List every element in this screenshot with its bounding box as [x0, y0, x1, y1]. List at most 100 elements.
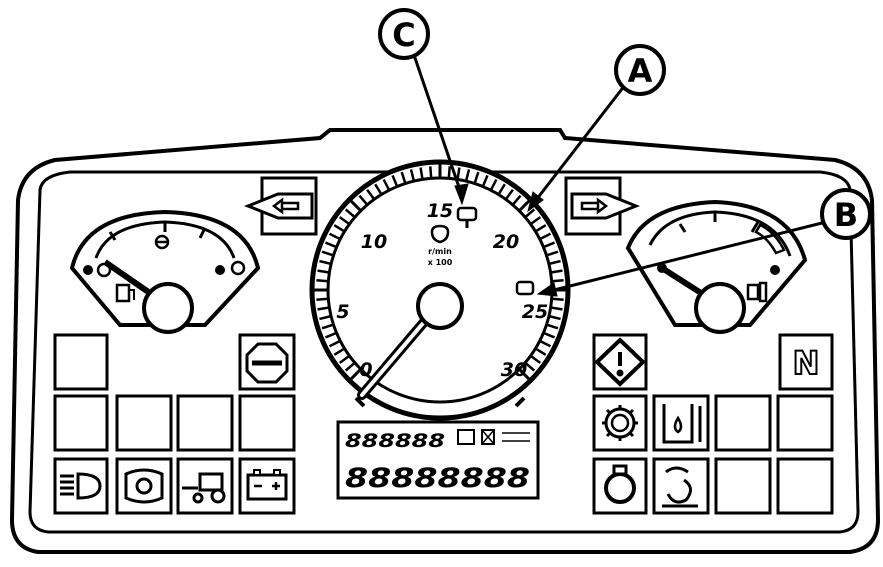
- engine-oil-indicator: [592, 457, 648, 515]
- hydraulic-oil-indicator: [652, 394, 710, 452]
- battery-icon: [246, 469, 288, 501]
- coolant-gauge-hub: [694, 282, 746, 334]
- stop-indicator: [238, 333, 296, 391]
- tach-tick: [321, 323, 334, 330]
- tach-tick: [534, 224, 547, 233]
- tach-tick: [419, 167, 424, 180]
- right-indicator-cluster: N: [592, 333, 834, 515]
- tach-label-30: 30: [501, 359, 527, 381]
- tach-tick: [374, 183, 383, 196]
- tach-tick: [473, 171, 480, 184]
- tach-tick: [546, 250, 559, 257]
- tach-tick: [333, 347, 346, 356]
- fuel-pump-icon: [115, 283, 135, 303]
- tach-label-0: 0: [359, 359, 372, 381]
- tach-tick: [542, 241, 556, 249]
- tach-tick: [429, 166, 433, 179]
- tach-tick: [550, 269, 563, 274]
- tach-tick: [548, 314, 561, 321]
- tach-tick: [317, 306, 330, 311]
- tach-tick: [333, 224, 346, 233]
- tach-tick: [524, 208, 536, 219]
- callout-b: B: [820, 188, 872, 240]
- warning-indicator: [592, 333, 648, 391]
- tach-tick: [338, 354, 351, 364]
- coolant-gauge-hot-dot: [770, 265, 780, 275]
- tach-tick: [534, 347, 547, 356]
- tach-tick: [316, 279, 329, 283]
- tach-tick: [344, 208, 356, 219]
- tach-unit-rpm: r/min: [428, 247, 452, 256]
- tach-tick: [518, 368, 532, 382]
- tach-tick: [382, 178, 391, 191]
- right-turn-arrow-icon: [570, 192, 641, 220]
- tach-tick: [338, 216, 351, 226]
- headlight-indicator: [53, 457, 109, 515]
- pto-indicator: [115, 457, 173, 515]
- lcd-top-digits: 888888: [345, 430, 445, 452]
- right-turn-indicator: [564, 176, 641, 236]
- tach-label-25: 25: [522, 301, 548, 323]
- tach-tick: [316, 297, 329, 301]
- left-turn-arrow-icon: [243, 192, 314, 220]
- coolant-temperature-icon: [746, 281, 768, 303]
- tachometer: 0 5 10 15 20 25 30 r/min x 100: [309, 159, 571, 421]
- tach-tick: [518, 198, 532, 212]
- tach-tick: [319, 259, 332, 266]
- tach-tick: [391, 174, 399, 188]
- tach-tick: [524, 361, 536, 372]
- tach-tick: [539, 232, 552, 241]
- tach-tick: [481, 174, 489, 188]
- park-brake-icon: [662, 466, 698, 508]
- fuel-gauge-hub: [142, 282, 194, 334]
- tach-unit-multiplier: x 100: [428, 258, 453, 267]
- tach-tick: [497, 183, 506, 196]
- engine-speed-icon: [430, 224, 450, 244]
- tach-tick: [319, 314, 332, 321]
- tach-tick: [529, 354, 542, 364]
- tach-tick: [348, 368, 362, 382]
- coolant-gauge: [625, 199, 808, 334]
- tach-tick: [358, 194, 369, 206]
- tach-tick: [348, 198, 362, 212]
- tach-label-10: 10: [361, 231, 387, 253]
- neutral-indicator: N: [778, 333, 834, 391]
- trailer-indicator: [176, 457, 234, 515]
- tach-tick: [366, 188, 376, 201]
- tach-tick: [551, 297, 564, 301]
- tach-tick: [542, 331, 556, 339]
- tach-tick: [324, 331, 338, 339]
- left-indicator-blank: [53, 333, 109, 391]
- callout-a-letter: A: [628, 52, 653, 90]
- hydraulic-oil-icon: [662, 404, 702, 444]
- tach-tick: [464, 169, 471, 182]
- battery-indicator: [238, 457, 296, 515]
- tach-tick: [511, 194, 522, 206]
- park-brake-indicator: [652, 457, 710, 515]
- tach-tick: [456, 167, 461, 180]
- tach-tick: [344, 361, 356, 372]
- tach-label-5: 5: [336, 301, 349, 323]
- tach-tick: [504, 188, 514, 201]
- callout-c-letter: C: [392, 16, 415, 54]
- lcd-display: 888888 88888888: [336, 420, 540, 500]
- tach-tick: [489, 178, 498, 191]
- callout-c: C: [378, 8, 430, 60]
- lcd-gear-icon: [457, 429, 475, 445]
- engine-overspeed-icon: [515, 280, 535, 296]
- callout-b-letter: B: [834, 196, 858, 234]
- lcd-unit-icon: [502, 432, 530, 442]
- tach-tick: [400, 171, 407, 184]
- lcd-bottom-digits: 88888888: [345, 463, 530, 494]
- left-turn-indicator: [243, 176, 318, 236]
- coolant-gauge-cold-dot: [657, 263, 667, 273]
- tach-tick: [550, 306, 563, 311]
- low-speed-indicator-icon: [456, 206, 478, 228]
- air-filter-indicator: [592, 394, 648, 452]
- headlight-icon: [76, 472, 102, 500]
- neutral-letter: N: [793, 344, 820, 382]
- panel-housing: [9, 128, 881, 554]
- tachometer-hub: [416, 282, 464, 330]
- tach-label-20: 20: [493, 231, 519, 253]
- tach-label-15: 15: [427, 200, 453, 222]
